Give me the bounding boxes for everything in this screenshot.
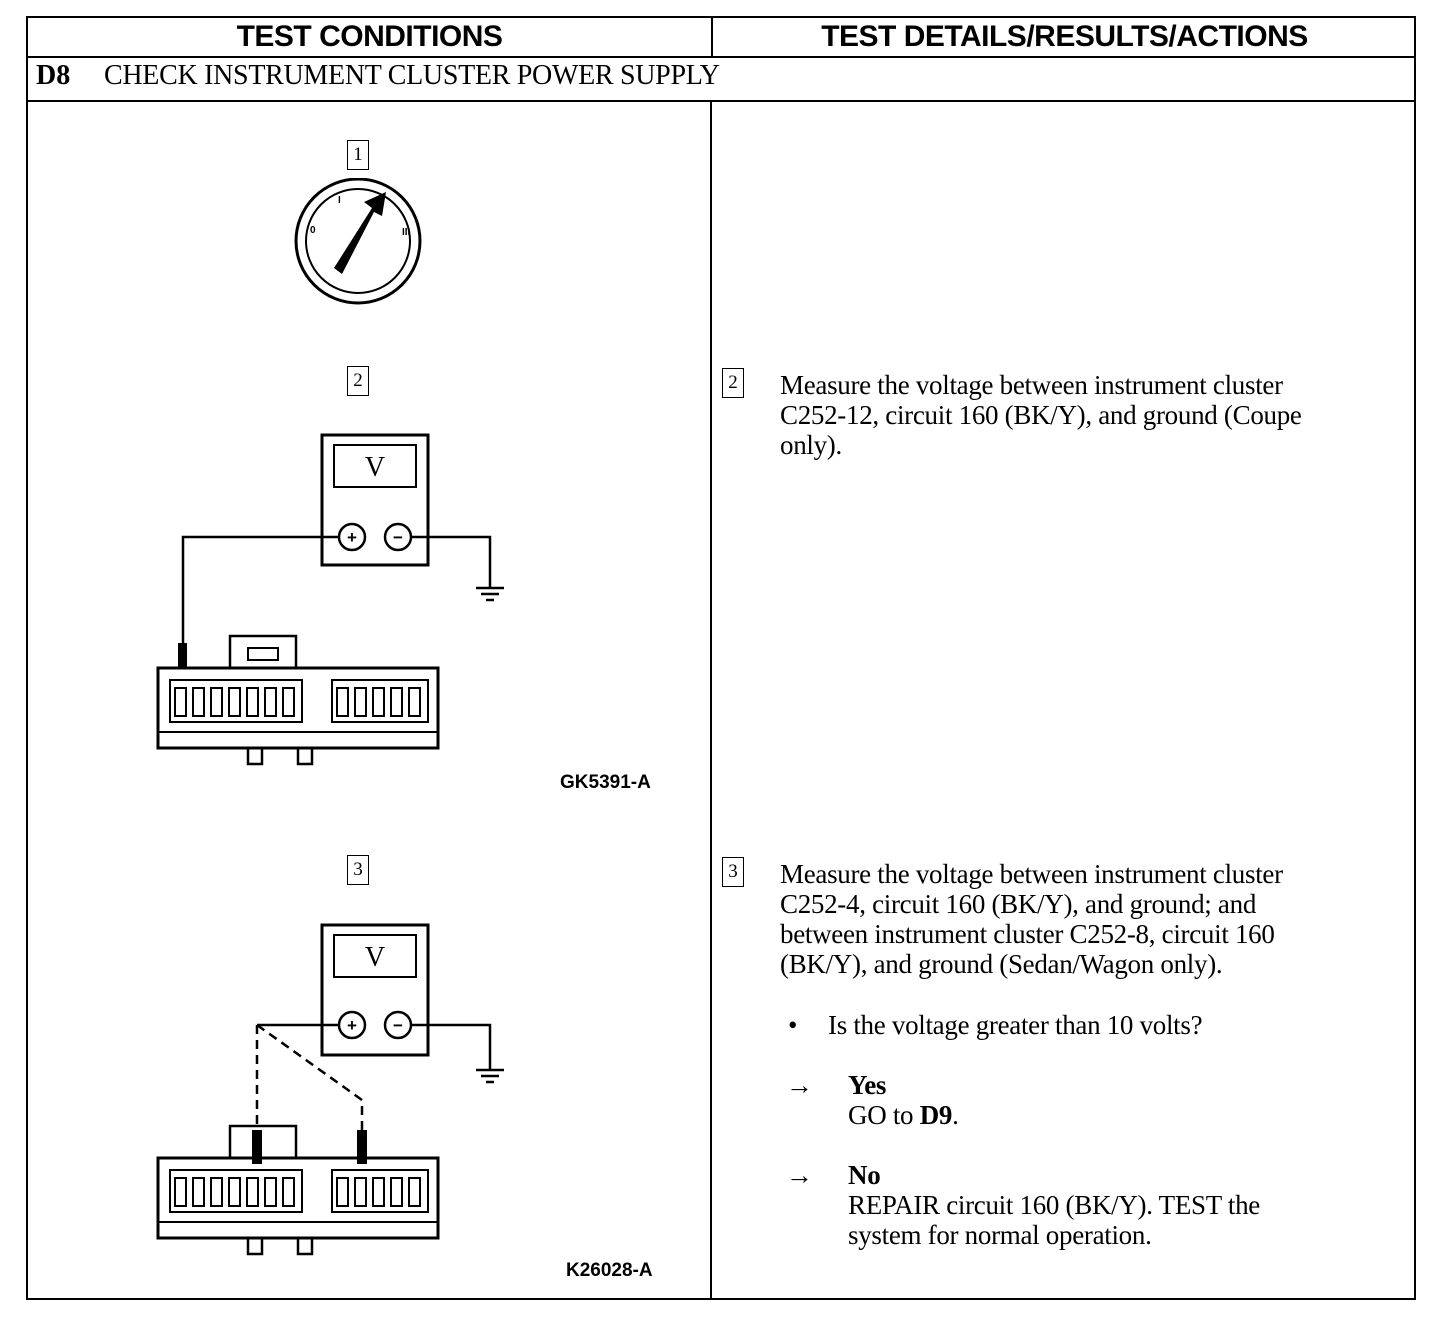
connector-c252-icon <box>156 634 440 766</box>
detail-2-line: C252-12, circuit 160 (BK/Y), and ground … <box>780 400 1302 430</box>
detail-3-text: Measure the voltage between instrument c… <box>780 859 1283 979</box>
ground-icon <box>476 586 504 602</box>
question-text: Is the voltage greater than 10 volts? <box>828 1010 1203 1040</box>
positive-terminal-label: + <box>347 528 357 547</box>
positive-lead <box>181 535 339 650</box>
switch-mark-1: I <box>338 195 341 206</box>
detail-3-line: (BK/Y), and ground (Sedan/Wagon only). <box>780 949 1223 979</box>
detail-2-text: Measure the voltage between instrument c… <box>780 370 1302 460</box>
probe-tip-icon <box>252 1130 262 1164</box>
negative-terminal-label: − <box>393 528 403 547</box>
figure-1-number: 1 <box>347 140 369 170</box>
detail-2-line: only). <box>780 430 842 460</box>
detail-3-line: Measure the voltage between instrument c… <box>780 859 1283 889</box>
voltmeter-diagram-coupe: V + − <box>156 433 504 766</box>
no-label: No <box>848 1160 881 1190</box>
switch-pointer-icon <box>334 192 386 274</box>
voltmeter-symbol: V <box>365 942 385 973</box>
figure-3-number: 3 <box>347 855 369 885</box>
probe-tip-icon <box>178 643 187 669</box>
negative-lead <box>411 535 492 588</box>
ignition-switch-icon: 0 I II III <box>294 178 422 305</box>
detail-2-line: Measure the voltage between instrument c… <box>780 370 1283 400</box>
column-divider <box>710 102 712 1300</box>
yes-arrow-icon: → <box>786 1070 813 1100</box>
voltmeter-display <box>333 934 417 978</box>
yes-action: GO to D9. <box>848 1100 959 1130</box>
yes-target-link: D9 <box>919 1100 953 1130</box>
yes-action-prefix: GO to <box>848 1100 914 1130</box>
yes-action-suffix: . <box>952 1100 959 1130</box>
no-branch: No REPAIR circuit 160 (BK/Y). TEST the s… <box>848 1160 1260 1250</box>
no-action-line: system for normal operation. <box>848 1220 1152 1250</box>
column-header-test-details: TEST DETAILS/RESULTS/ACTIONS <box>821 20 1308 53</box>
detail-2-number: 2 <box>722 368 744 398</box>
positive-terminal-label: + <box>347 1016 357 1035</box>
detail-3-number: 3 <box>722 857 744 887</box>
no-action-line: REPAIR circuit 160 (BK/Y). TEST the <box>848 1190 1260 1220</box>
test-table: TEST CONDITIONS TEST DETAILS/RESULTS/ACT… <box>26 16 1416 1300</box>
connector-c252-icon <box>156 1124 440 1256</box>
voltmeter-symbol: V <box>365 452 385 483</box>
probe-tip-icon <box>357 1130 367 1164</box>
step-code: D8 <box>36 60 71 91</box>
negative-terminal-label: − <box>393 1016 403 1035</box>
table-header: TEST CONDITIONS TEST DETAILS/RESULTS/ACT… <box>28 18 1414 58</box>
figure-2-code: GK5391-A <box>560 772 651 793</box>
step-title: CHECK INSTRUMENT CLUSTER POWER SUPPLY <box>104 60 720 91</box>
step-title-row: D8 CHECK INSTRUMENT CLUSTER POWER SUPPLY <box>28 58 1414 102</box>
switch-mark-3: III <box>402 227 411 238</box>
negative-lead <box>411 1023 492 1070</box>
figure-3-code: K26028-A <box>566 1260 653 1281</box>
detail-3-line: C252-4, circuit 160 (BK/Y), and ground; … <box>780 889 1257 919</box>
yes-branch: Yes GO to D9. <box>848 1070 959 1130</box>
yes-label: Yes <box>848 1070 887 1100</box>
ground-icon <box>476 1068 504 1084</box>
switch-mark-0: 0 <box>310 225 316 236</box>
question-bullet: • <box>788 1010 798 1040</box>
voltmeter-diagram-sedan-wagon: V + − <box>156 923 504 1256</box>
figure-2-number: 2 <box>347 366 369 396</box>
column-header-test-conditions: TEST CONDITIONS <box>236 20 503 53</box>
no-arrow-icon: → <box>786 1160 813 1190</box>
voltmeter-display <box>333 444 417 488</box>
detail-3-line: between instrument cluster C252-8, circu… <box>780 919 1275 949</box>
header-divider <box>711 18 713 56</box>
